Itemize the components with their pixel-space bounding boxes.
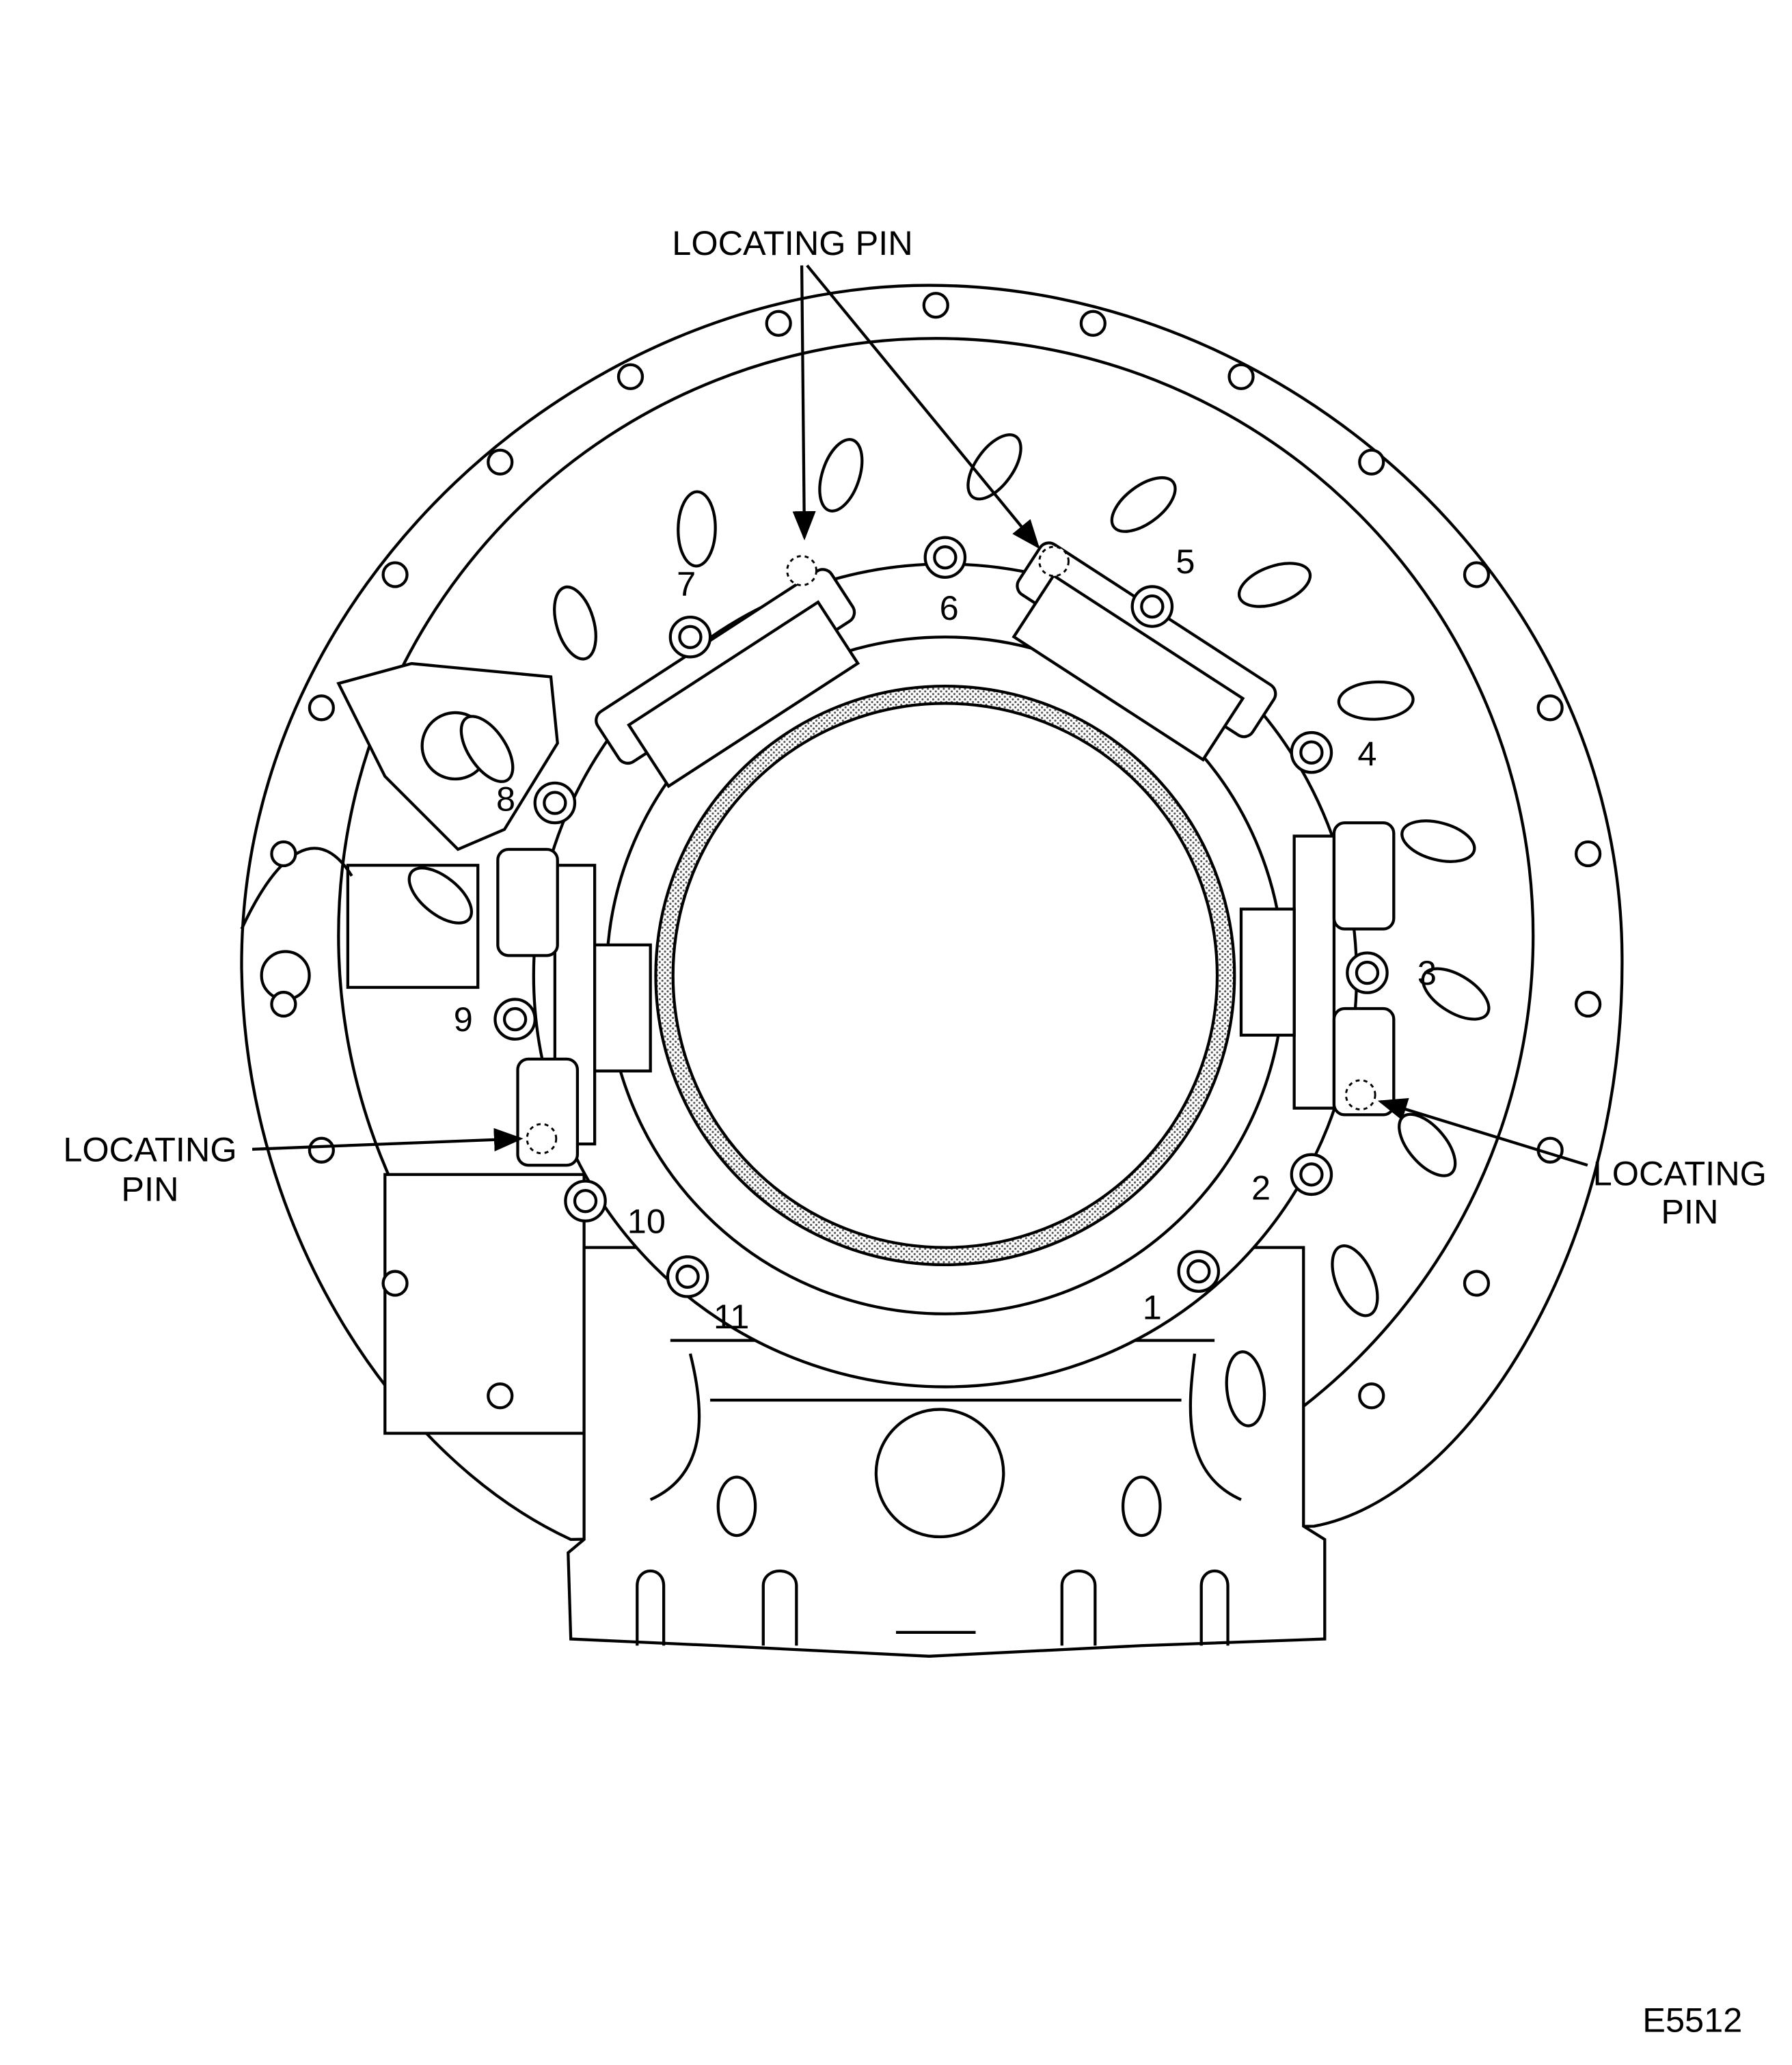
bolt-number-2: 2 [1251,1168,1271,1207]
leader-lines [252,264,1588,1167]
flange-slot [1337,680,1415,721]
bolt-number-4: 4 [1357,735,1376,774]
bolt [666,1255,709,1298]
bolt-number-9: 9 [454,1000,473,1039]
flange-hole [487,448,514,476]
flange-hole [308,1136,335,1164]
flange-hole [308,694,335,722]
locating-pin-top-left [786,555,817,586]
flange-hole [1575,840,1602,868]
flange-slot [1421,967,1491,1021]
bolt [1177,1250,1221,1293]
clamp-top-right [1012,541,1277,762]
locating-pin-label-top: LOCATING PIN [672,223,913,262]
bolt-number-8: 8 [496,780,515,819]
flange-hole [1358,1382,1385,1410]
bolt-number-6: 6 [940,588,959,627]
bolt-number-10: 10 [627,1201,666,1240]
flange-hole [1575,990,1602,1018]
locating-pin-label-left-1: LOCATING [63,1130,236,1168]
bolt [564,1179,607,1222]
flange-hole [381,561,409,588]
bore [671,702,1219,1249]
flange-hole [922,292,949,319]
locating-pin-top-right [1038,545,1070,577]
flange-slot [1110,476,1177,533]
bolt-number-3: 3 [1417,953,1437,992]
flange-hole [765,310,792,337]
flange-hole [1079,310,1107,337]
bolt [1346,951,1389,994]
flange-hole [487,1382,514,1410]
bolt [533,781,577,825]
flange-slot [1225,1350,1266,1427]
bolt-number-1: 1 [1143,1288,1162,1327]
flange-slot [407,866,474,925]
flange-slot [1400,819,1476,863]
flange-hole [1227,363,1255,390]
bolt [923,536,967,579]
flange-slot [1331,1244,1379,1317]
flange-hole [1358,448,1385,476]
bolt [668,615,712,659]
flange-slot [677,490,717,568]
flange-hole [270,990,297,1018]
bolt [1290,730,1333,774]
clamp-right [1239,821,1396,1117]
bolt-number-11: 11 [714,1297,749,1336]
left-bracket [240,661,586,1435]
flange-hole [270,840,297,868]
flange-slot [818,437,864,512]
locating-pin-label-right-1: LOCATING [1593,1153,1767,1192]
flange-hole [1463,1270,1491,1297]
bolt-number-5: 5 [1176,542,1195,581]
flange-hole [1463,561,1491,588]
flange-slot [459,715,515,783]
flange-hole [616,363,644,390]
flange-slot [966,433,1022,501]
flange-hole [1536,694,1564,722]
bolt [493,998,537,1041]
flange-hole [381,1270,409,1297]
bolt-number-7: 7 [677,564,696,603]
figure-id: E5512 [1642,2000,1742,2039]
flange-slot [1237,562,1312,608]
locating-pin-right [1344,1079,1376,1111]
bolt [1130,585,1174,628]
bolt [1290,1153,1333,1196]
locating-pin-label-left-2: PIN [121,1170,178,1209]
clamp-top-left [595,568,860,789]
clamp-left [496,847,652,1167]
flange-slot [553,585,597,661]
locating-pin-left [526,1123,558,1155]
locating-pin-label-right-2: PIN [1661,1192,1718,1231]
